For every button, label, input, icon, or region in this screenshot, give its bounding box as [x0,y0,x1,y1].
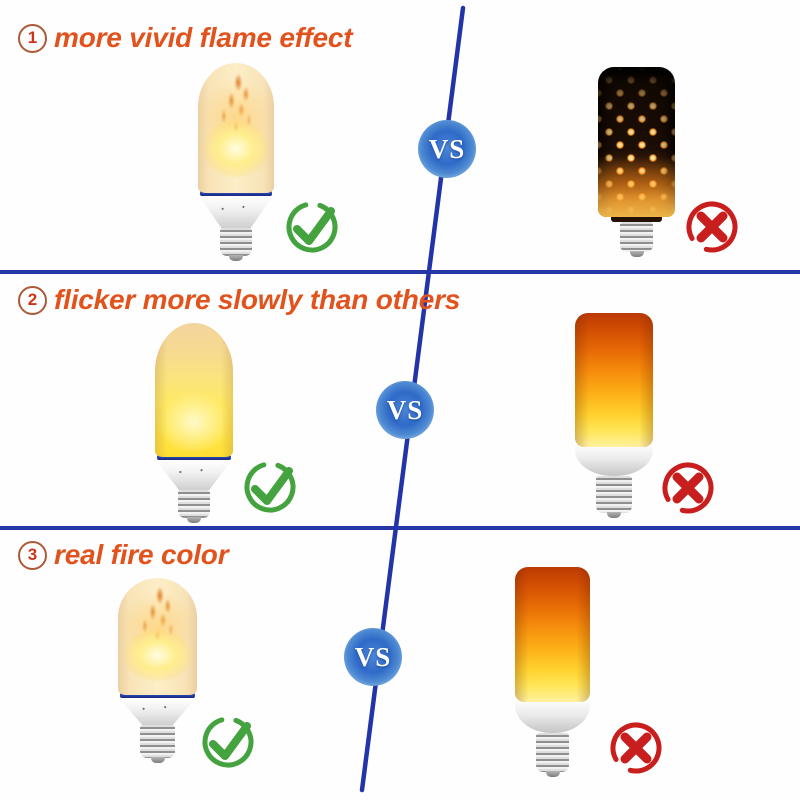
vs-badge: VS [376,381,434,439]
row-1-title: more vivid flame effect [54,22,353,53]
bulb-contact-tip [629,251,644,257]
bulb-contact-tip [545,771,560,777]
check-icon [202,716,254,768]
bulb-screw-base [596,476,632,513]
bulb-screw-base [140,725,175,758]
circled-number-2-icon: 2 [18,285,47,315]
gradient-bulb-photo [515,567,590,777]
bulb-base-collar [119,698,196,725]
check-icon [286,201,338,253]
bulb-contact-tip [229,255,243,261]
led-dots-bulb-photo [598,67,675,257]
bulb-glass [515,567,590,702]
vs-badge: VS [418,120,476,178]
flame-texture-bulb-photo [118,578,197,763]
row-divider-2 [0,526,800,530]
cross-icon [686,201,738,253]
bulb-screw-base [177,490,211,518]
bulb-neck [611,217,662,222]
row-2-heading: 2 flicker more slowly than others [18,282,460,318]
row-3-heading: 3 real fire color [18,537,229,573]
bulb-base-cup [515,700,590,733]
cross-icon [662,462,714,514]
bulb-glass [118,578,197,695]
bulb-blue-band [156,455,232,460]
row-2-title: flicker more slowly than others [54,284,461,315]
flame-texture-bulb-photo [198,63,274,261]
bulb-glass [598,67,675,217]
bulb-base-collar [199,196,273,228]
bulb-base-collar [156,460,232,490]
circled-number-3-icon: 3 [18,540,47,570]
bulb-contact-tip [187,517,201,523]
vs-badge: VS [344,628,402,686]
bulb-base-cup [575,445,653,476]
bulb-screw-base [536,733,569,772]
row-1-heading: 1 more vivid flame effect [18,20,353,56]
bulb-blue-band [119,693,196,698]
bulb-blue-band [199,191,273,196]
vs-label: VS [428,133,466,164]
bulb-glass [155,323,233,457]
gradient-bulb-photo [575,313,653,518]
row-3-title: real fire color [54,539,229,570]
smooth-glow-bulb-photo [155,323,233,523]
check-icon [244,461,296,513]
row-divider-1 [0,270,800,274]
bulb-screw-base [220,228,252,256]
bulb-contact-tip [607,512,621,518]
bulb-contact-tip [150,757,165,763]
vs-label: VS [386,394,424,425]
bulb-screw-base [619,222,654,252]
bulb-glass [198,63,274,193]
cross-icon [610,722,662,774]
bulb-glass [575,313,653,447]
circled-number-1-icon: 1 [18,23,47,53]
vs-label: VS [354,641,392,672]
